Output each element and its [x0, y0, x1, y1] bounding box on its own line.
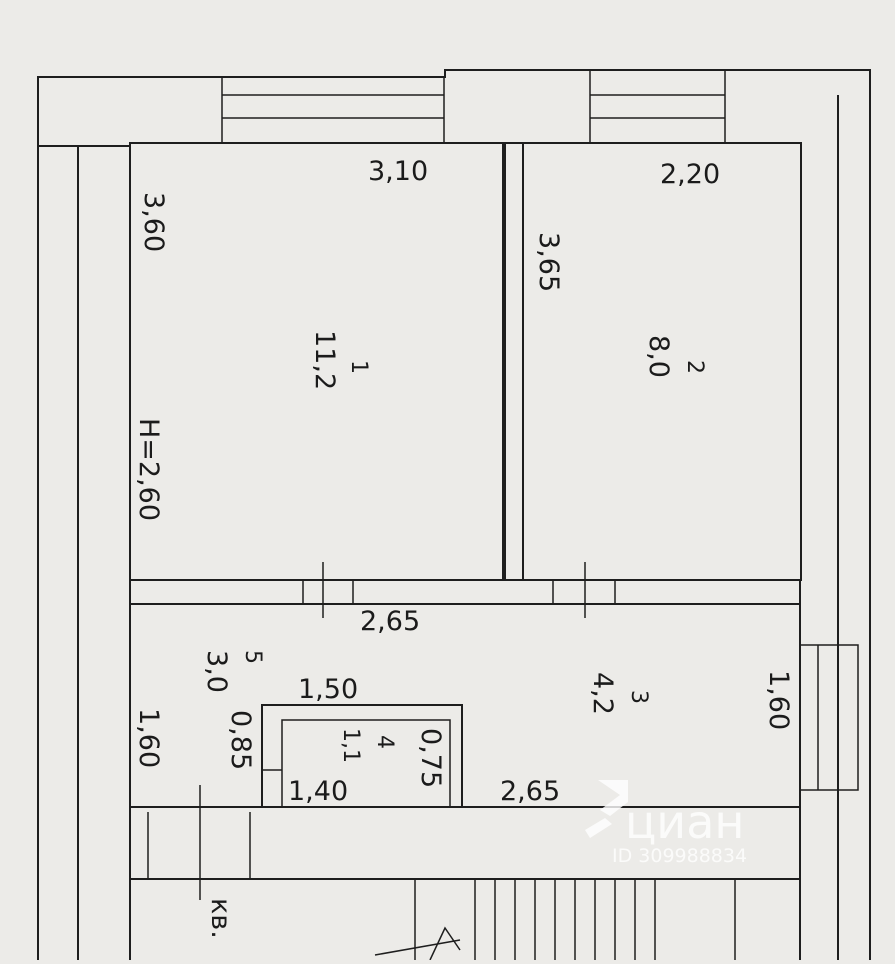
brand-logo-icon — [585, 780, 628, 838]
outer-walls — [37, 69, 871, 960]
label-room1-number: 1 — [346, 360, 371, 374]
watermark: циан ID 309988834 — [585, 780, 747, 867]
label-room4-area: 1,1 — [338, 728, 363, 763]
label-dim-bath-bottom: 1,40 — [288, 776, 348, 807]
window-top-left — [221, 76, 445, 144]
entrance-corridor — [129, 785, 801, 960]
watermark-id: ID 309988834 — [612, 845, 747, 867]
label-dim-bottom: 2,65 — [500, 776, 560, 807]
label-room3-number: 3 — [626, 690, 651, 704]
label-room4-number: 4 — [372, 735, 397, 749]
label-room2-number: 2 — [682, 360, 707, 374]
label-room5-area: 3,0 — [201, 650, 232, 693]
stairwell — [374, 879, 736, 961]
label-room1-area: 11,2 — [309, 330, 340, 390]
label-dim-left-lower: 1,60 — [133, 708, 164, 768]
label-apartment-mark: кв. — [205, 898, 236, 939]
label-dim-bath-right: 0,75 — [415, 728, 446, 788]
label-room2-area: 8,0 — [643, 335, 674, 378]
lower-area-outline — [129, 603, 801, 808]
label-room5-number: 5 — [240, 650, 265, 664]
label-dim-bath-width: 1,50 — [298, 674, 358, 705]
label-room3-area: 4,2 — [587, 672, 618, 715]
partition-wall — [504, 142, 524, 581]
label-dim-left-room1: 3,60 — [138, 192, 169, 252]
label-ceiling-height: H=2,60 — [133, 418, 164, 521]
label-dim-right: 1,60 — [763, 670, 794, 730]
watermark-brand: циан — [625, 795, 744, 849]
middle-wall — [129, 562, 801, 618]
label-dim-bath-left: 0,85 — [225, 710, 256, 770]
label-dim-top-right: 2,20 — [660, 159, 720, 190]
label-dim-partition: 3,65 — [533, 232, 564, 292]
label-dim-top-left: 3,10 — [368, 156, 428, 187]
label-dim-mid: 2,65 — [360, 606, 420, 637]
window-right — [799, 644, 859, 791]
window-top-right — [589, 69, 726, 144]
